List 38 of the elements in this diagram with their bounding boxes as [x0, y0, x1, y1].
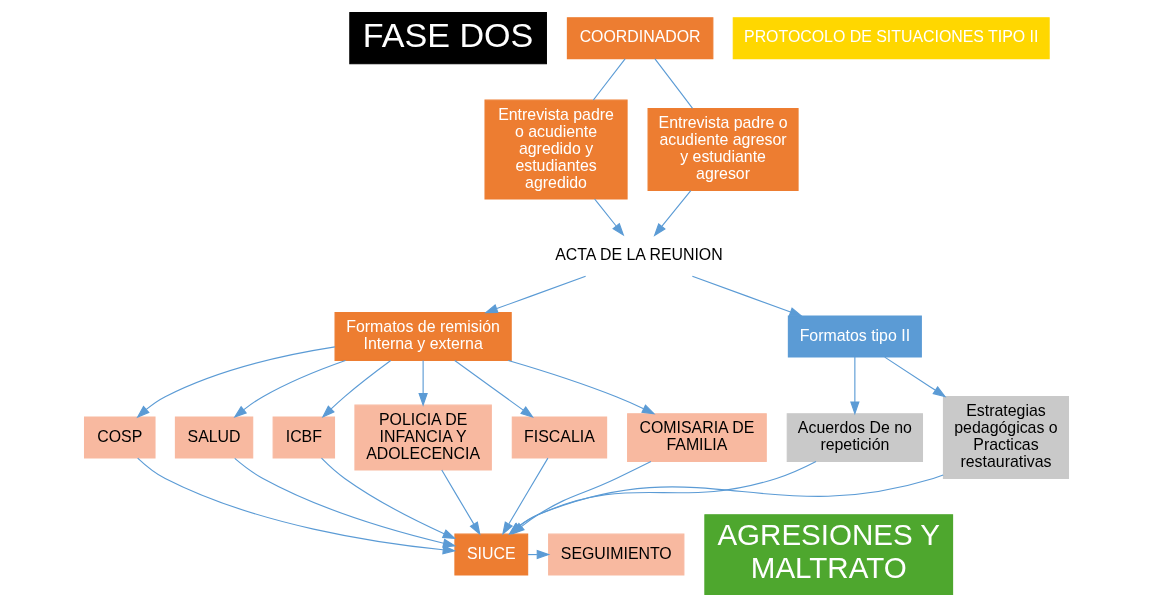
- node-box: Entrevista padre o acudiente agredido y estudiantes agredido: [484, 99, 628, 200]
- arrow: [137, 457, 457, 555]
- node-box: SEGUIMIENTO: [548, 533, 685, 576]
- node-box: Entrevista padre o acudiente agresor y estudiante agresor: [647, 108, 799, 191]
- arrow: [233, 359, 346, 419]
- arrow: [454, 359, 534, 418]
- connector: [592, 58, 626, 101]
- node-box: Estrategias pedagógicas o Practicas restaurativas: [942, 396, 1070, 480]
- node-box: FISCALIA: [511, 416, 608, 459]
- node-box: PROTOCOLO DE SITUACIONES TIPO II: [732, 17, 1050, 60]
- arrow: [527, 549, 551, 560]
- node-box: AGRESIONES Y MALTRATO: [704, 514, 954, 595]
- arrow: [234, 457, 457, 548]
- arrow: [653, 190, 692, 237]
- arrow: [441, 469, 481, 536]
- node-box: SALUD: [174, 416, 254, 459]
- node-box: FASE DOS: [349, 12, 547, 65]
- arrow: [507, 359, 656, 415]
- arrow: [321, 360, 392, 419]
- arrow: [484, 275, 587, 314]
- arrow: [594, 198, 625, 237]
- node-box: Formatos de remisión Interna y externa: [334, 312, 512, 361]
- node-box: COMISARIA DE FAMILIA: [627, 413, 767, 462]
- node-box: COORDINADOR: [566, 17, 714, 60]
- node-text: ACTA DE LA REUNION: [555, 245, 723, 263]
- connector: [654, 58, 694, 109]
- arrow: [320, 457, 457, 540]
- arrow: [691, 275, 803, 317]
- node-box: COSP: [83, 416, 156, 459]
- node-box: ICBF: [272, 416, 336, 459]
- node-box: Formatos tipo II: [787, 315, 922, 358]
- arrow: [136, 346, 336, 419]
- node-box: SIUCE: [454, 533, 529, 576]
- arrow: [884, 356, 947, 398]
- arrow: [850, 356, 860, 416]
- node-box: Acuerdos De no repetición: [786, 413, 924, 462]
- node-box: POLICIA DE INFANCIA Y ADOLECENCIA: [354, 404, 492, 471]
- arrow: [418, 359, 428, 407]
